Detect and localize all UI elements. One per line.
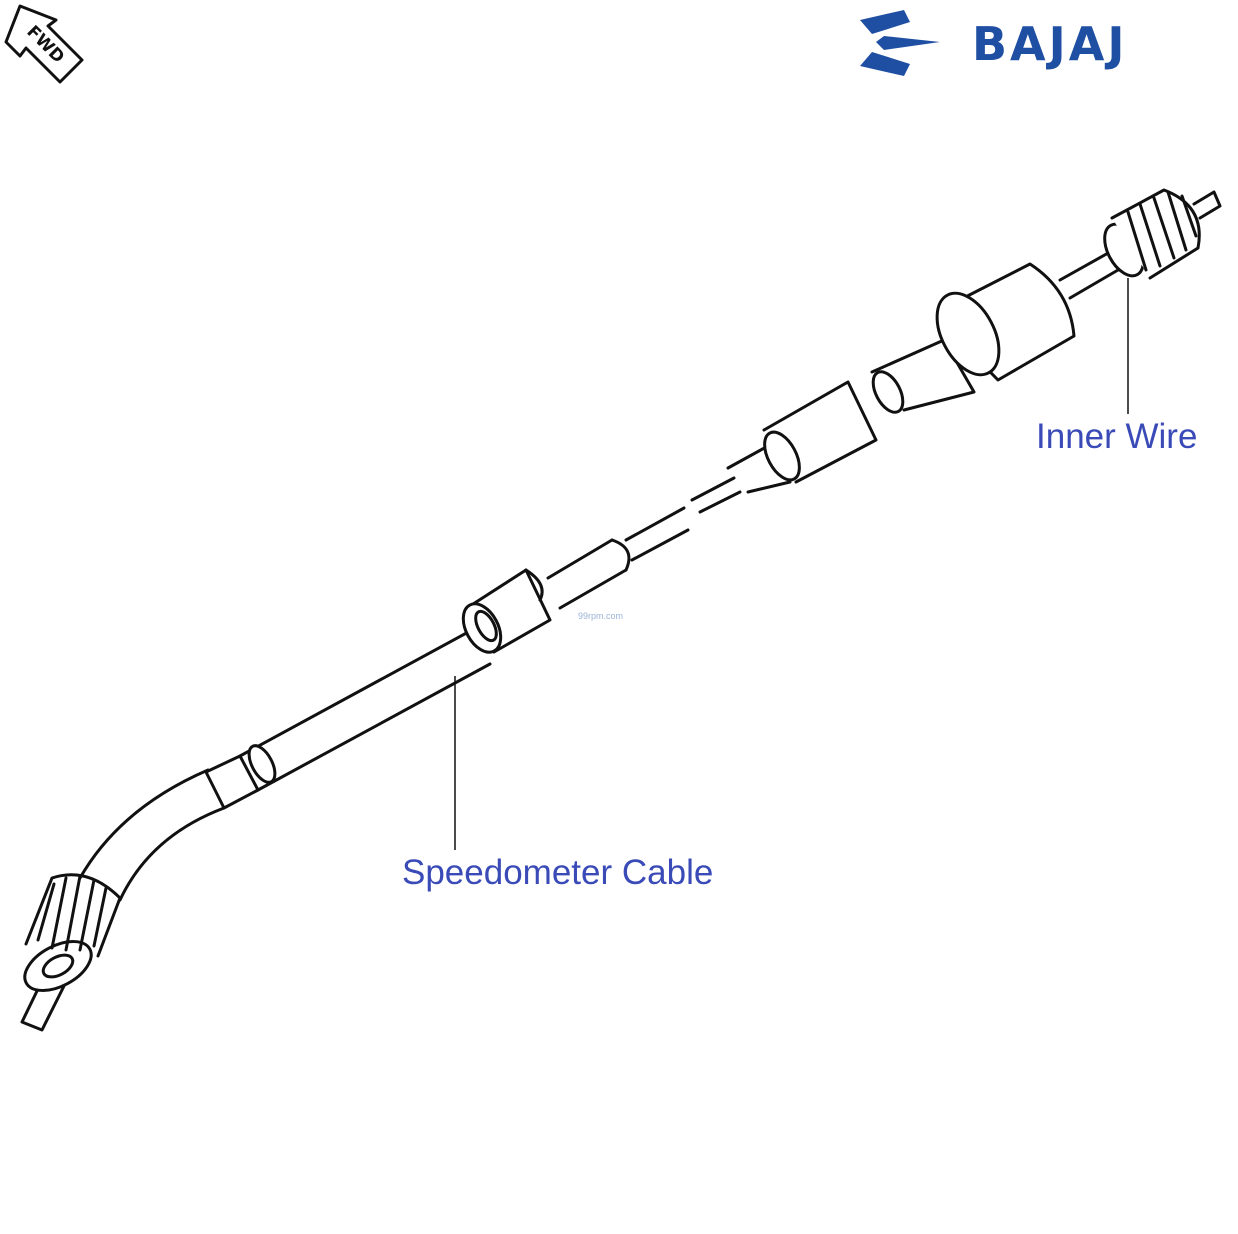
lower-knurled-nut — [20, 873, 122, 1032]
middle-sleeve — [726, 380, 878, 494]
outer-casing — [238, 628, 492, 792]
fwd-badge: FWD — [4, 4, 84, 84]
cable-drawing — [20, 188, 1222, 1032]
bajaj-emblem-icon — [860, 10, 940, 76]
speedometer-cable-label: Speedometer Cable — [402, 853, 713, 892]
casing-boot — [461, 568, 552, 654]
ferrule-lower — [204, 754, 260, 810]
upper-knurled-nut — [1103, 188, 1222, 280]
bajaj-logo: BAJAJ — [860, 10, 1128, 76]
watermark: 99rpm.com — [578, 611, 623, 621]
forward-arrow-icon — [4, 4, 84, 84]
brand-name: BAJAJ — [972, 17, 1128, 71]
inner-wire-label: Inner Wire — [1036, 417, 1197, 456]
upper-grommet — [870, 262, 1076, 414]
curved-sheath — [78, 768, 226, 902]
